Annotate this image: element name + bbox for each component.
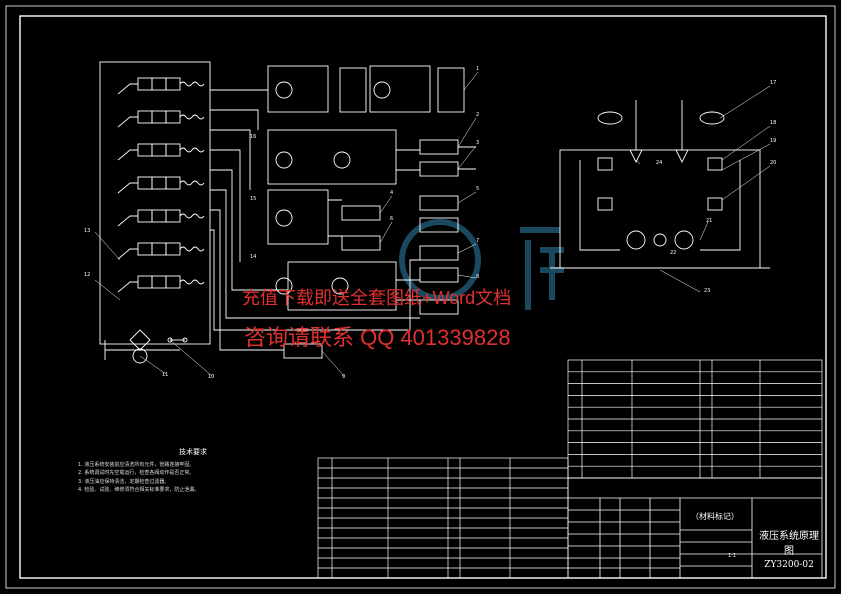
directional-valve xyxy=(117,176,205,194)
callout-4: 4 xyxy=(390,190,394,196)
callout-16: 16 xyxy=(250,134,257,140)
callout-5: 5 xyxy=(476,186,480,192)
valve-lever xyxy=(117,149,138,161)
callout-15: 15 xyxy=(250,196,257,202)
valve-spring xyxy=(179,147,205,153)
callout-17: 17 xyxy=(770,80,777,86)
parts-list-table xyxy=(567,359,823,479)
valve-spool xyxy=(165,242,181,256)
directional-valve xyxy=(117,209,205,227)
valve-spool xyxy=(151,176,167,190)
tech-note-1: 1. 液压系统安装前应清洗所有元件，管路连接牢固。 xyxy=(78,461,195,468)
callout-7: 7 xyxy=(476,238,480,244)
drawing-title: 液压系统原理图 xyxy=(759,531,819,557)
directional-valve xyxy=(117,242,205,260)
tech-note-4: 4. 检验、试验、维修须符合相关标准要求，防止泄漏。 xyxy=(78,487,200,493)
callout-2: 2 xyxy=(476,112,480,118)
valve-spring xyxy=(179,81,205,87)
callout-24: 24 xyxy=(656,160,663,166)
callout-22: 22 xyxy=(670,250,677,256)
callout-13: 13 xyxy=(84,228,91,234)
valve-bank xyxy=(99,61,211,345)
valve-spring xyxy=(179,246,205,252)
valve-spool xyxy=(165,176,181,190)
tech-note-2: 2. 系统调试时先空载运行，检查各阀动作是否正常。 xyxy=(78,470,195,476)
valve-spool xyxy=(165,143,181,157)
material-mark: （材料标记） xyxy=(691,512,739,521)
callout-1: 1 xyxy=(476,66,480,72)
callout-9: 9 xyxy=(342,374,346,380)
title-block xyxy=(567,477,823,579)
valve-spool xyxy=(165,209,181,223)
valve-spool xyxy=(137,275,153,289)
valve-spool xyxy=(137,143,153,157)
callout-21: 21 xyxy=(706,218,713,224)
callout-19: 19 xyxy=(770,138,777,144)
valve-spool xyxy=(151,77,167,91)
valve-spring xyxy=(179,213,205,219)
callout-3: 3 xyxy=(476,140,480,146)
callout-10: 10 xyxy=(208,374,215,380)
valve-spool xyxy=(151,209,167,223)
valve-lever xyxy=(117,248,138,260)
valve-spool xyxy=(137,110,153,124)
valve-spool xyxy=(137,176,153,190)
valve-lever xyxy=(117,281,138,293)
callout-11: 11 xyxy=(162,372,169,378)
callout-18: 18 xyxy=(770,120,777,126)
directional-valve xyxy=(117,77,205,95)
valve-lever xyxy=(117,182,138,194)
valve-spool xyxy=(165,77,181,91)
directional-valve xyxy=(117,110,205,128)
watermark-line-2: 咨询请联系 QQ 401339828 xyxy=(244,325,511,350)
valve-spring xyxy=(179,279,205,285)
valve-spool xyxy=(165,110,181,124)
watermark-logo-icon xyxy=(399,219,564,310)
valve-spool xyxy=(151,242,167,256)
callout-20: 20 xyxy=(770,160,777,166)
tech-notes-title: 技术要求 xyxy=(179,448,207,456)
valve-spool xyxy=(151,110,167,124)
watermark-line-1: 充值下载即送全套图纸+Word文档 xyxy=(242,288,512,308)
valve-spool xyxy=(165,275,181,289)
callout-14: 14 xyxy=(250,254,257,260)
callout-8: 8 xyxy=(476,274,480,280)
valve-spring xyxy=(179,180,205,186)
leader-lines xyxy=(94,71,771,377)
valve-spring xyxy=(179,114,205,120)
directional-valve xyxy=(117,275,205,293)
parts-list-table-lower xyxy=(317,457,569,579)
drawing-code: ZY3200-02 xyxy=(764,560,814,570)
valve-lever xyxy=(117,83,138,95)
valve-lever xyxy=(117,116,138,128)
valve-spool xyxy=(137,209,153,223)
valve-spool xyxy=(151,143,167,157)
valve-spool xyxy=(137,77,153,91)
directional-valve xyxy=(117,143,205,161)
valve-spool xyxy=(137,242,153,256)
valve-lever xyxy=(117,215,138,227)
callout-6: 6 xyxy=(390,216,394,222)
hydraulic-circuit xyxy=(104,65,476,360)
callout-12: 12 xyxy=(84,272,91,278)
tech-note-3: 3. 液压油应保持清洁，定期检查过滤器。 xyxy=(78,478,170,485)
technical-requirements: 技术要求 1. 液压系统安装前应清洗所有元件，管路连接牢固。 2. 系统调试时先… xyxy=(78,448,308,495)
lifting-circuit xyxy=(550,100,770,269)
drawing-scale: 1:1 xyxy=(728,553,737,559)
valve-spool xyxy=(151,275,167,289)
callout-23: 23 xyxy=(704,288,711,294)
filter-pump-group xyxy=(129,329,188,364)
